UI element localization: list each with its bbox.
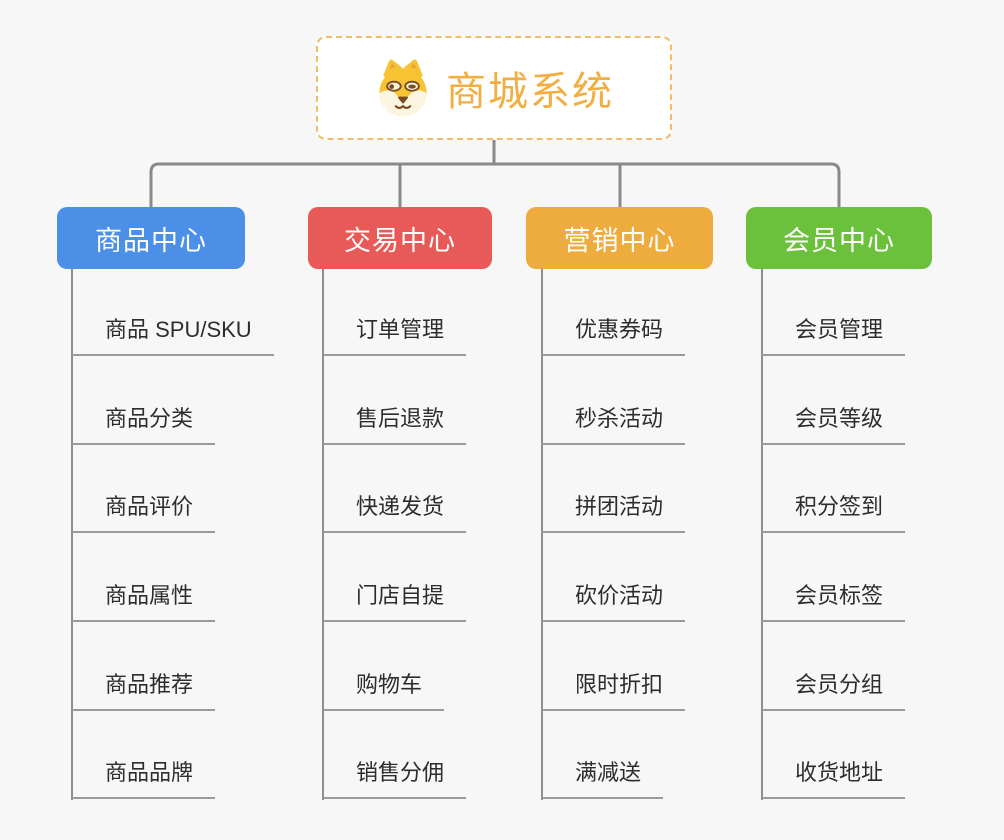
branch-trunk-line [541,269,543,800]
leaf-topic[interactable]: 快递发货 [323,493,467,533]
leaf-topic[interactable]: 拼团活动 [542,493,686,533]
leaf-topic[interactable]: 商品评价 [72,493,216,533]
leaf-topic[interactable]: 商品品牌 [72,759,216,799]
leaf-topic[interactable]: 订单管理 [323,316,467,356]
leaf-topic[interactable]: 砍价活动 [542,582,686,622]
leaf-topic[interactable]: 会员分组 [762,671,906,711]
leaf-topic[interactable]: 优惠券码 [542,316,686,356]
leaf-topic[interactable]: 秒杀活动 [542,405,686,445]
shiba-dog-icon [379,59,427,117]
leaf-topic[interactable]: 会员等级 [762,405,906,445]
root-topic[interactable]: 商城系统 [316,36,672,140]
leaf-topic[interactable]: 商品分类 [72,405,216,445]
leaf-topic[interactable]: 收货地址 [762,759,906,799]
leaf-topic[interactable]: 销售分佣 [323,759,467,799]
branch-trunk-line [322,269,324,800]
leaf-topic[interactable]: 购物车 [323,671,445,711]
root-topic-label: 商城系统 [446,70,614,114]
branch-marketing-center[interactable]: 营销中心 [526,207,713,269]
leaf-topic[interactable]: 限时折扣 [542,671,686,711]
leaf-topic[interactable]: 商品属性 [72,582,216,622]
leaf-topic[interactable]: 会员标签 [762,582,906,622]
branch-label: 商品中心 [95,225,207,256]
leaf-topic[interactable]: 售后退款 [323,405,467,445]
branch-product-center[interactable]: 商品中心 [57,207,245,269]
leaf-topic[interactable]: 积分签到 [762,493,906,533]
branch-trade-center[interactable]: 交易中心 [308,207,492,269]
leaf-topic[interactable]: 会员管理 [762,316,906,356]
branch-label: 会员中心 [783,225,895,256]
branch-label: 营销中心 [563,225,676,256]
branch-label: 交易中心 [344,225,456,256]
branch-trunk-line [761,269,763,800]
branch-member-center[interactable]: 会员中心 [746,207,932,269]
leaf-topic[interactable]: 门店自提 [323,582,467,622]
leaf-topic[interactable]: 商品推荐 [72,671,216,711]
leaf-topic[interactable]: 满减送 [542,759,664,799]
leaf-topic[interactable]: 商品 SPU/SKU [72,316,274,356]
branch-trunk-line [71,269,73,800]
